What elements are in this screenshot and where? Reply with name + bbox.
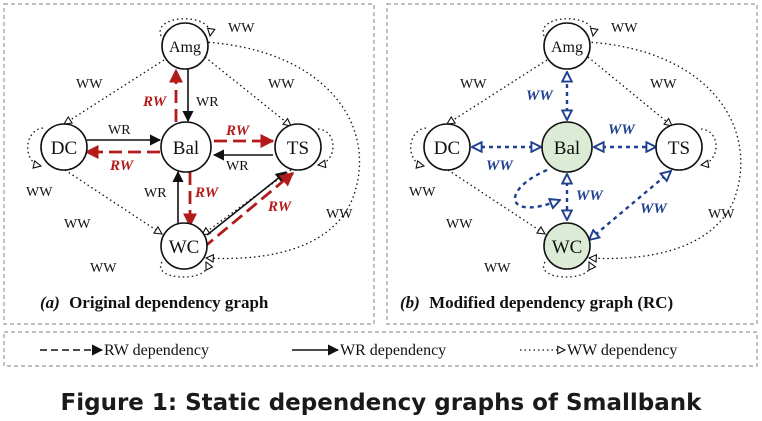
b-label-ww-outer: WW <box>708 207 735 222</box>
b-ww-loop-ts <box>701 128 717 165</box>
b-label-ww-amg: WW <box>526 88 554 104</box>
a-label-ww-wc-loop: WW <box>90 261 117 276</box>
b-node-ts <box>655 123 703 171</box>
b-node-dc <box>423 123 471 171</box>
b-bww-bal-loop <box>513 168 560 207</box>
a-label-rw-amg: RW <box>142 94 168 110</box>
a-label-wr-amg: WR <box>196 95 219 110</box>
b-node-wc-label: WC <box>552 237 583 258</box>
panel-b-ww-edges <box>410 18 742 278</box>
b-node-ts-label: TS <box>668 138 690 159</box>
b-node-amg-label: Amg <box>551 39 583 56</box>
legend-border <box>3 331 758 367</box>
b-ww-loop-dc <box>410 127 427 166</box>
a-ww-loop-ts <box>318 128 334 165</box>
a-ww-amg-wc-outer <box>203 41 361 259</box>
a-label-ww-amg-dc: WW <box>76 77 103 92</box>
figure-caption: Figure 1: Static dependency graphs of Sm… <box>61 390 703 416</box>
panel-a-nodes <box>40 22 322 270</box>
panel-b-nodes <box>423 22 703 270</box>
b-label-ww-amg-ts: WW <box>650 77 677 92</box>
a-label-rw-dc: RW <box>109 158 135 174</box>
a-label-rw-wc: RW <box>194 185 220 201</box>
legend-ww-text: WW dependency <box>567 342 677 359</box>
b-label-ww-wc: WW <box>576 188 604 204</box>
b-label-ww-wc-loop: WW <box>484 261 511 276</box>
b-node-bal-label: Bal <box>554 138 580 159</box>
b-label-ww-dc-wc: WW <box>446 217 473 232</box>
panel-a-wr-edges <box>87 68 287 236</box>
a-ww-loop-dc <box>27 127 44 166</box>
a-label-ww-amg-loop: WW <box>228 21 255 36</box>
legend-wr-text: WR dependency <box>340 342 446 359</box>
panel-b: Amg DC Bal TS WC WW WW WW WW WW WW WW WW… <box>400 18 742 312</box>
a-wr-wc-ts <box>206 171 287 236</box>
panel-b-border <box>386 3 758 325</box>
b-caption-prefix: (b) <box>400 293 420 312</box>
a-node-wc-label: WC <box>169 237 200 258</box>
b-label-ww-amg-dc: WW <box>460 77 487 92</box>
panel-a: Amg DC Bal TS WC RW WR WR RW RW WR WR RW… <box>26 18 361 312</box>
a-caption-prefix: (a) <box>40 293 60 312</box>
a-label-ww-amg-ts: WW <box>268 77 295 92</box>
a-node-dc-label: DC <box>51 138 77 159</box>
a-label-wr-wc: WR <box>144 186 167 201</box>
a-ww-dc-wc <box>64 169 162 234</box>
a-caption: (a) Original dependency graph <box>40 293 269 312</box>
a-node-amg-label: Amg <box>169 39 201 56</box>
b-label-ww-ts: WW <box>608 122 636 138</box>
a-node-bal <box>160 121 212 173</box>
a-node-bal-label: Bal <box>173 138 199 159</box>
panel-b-ww-blue-edges <box>472 72 671 240</box>
legend-rw-text: RW dependency <box>104 342 209 359</box>
a-ww-amg-dc <box>64 59 165 124</box>
panel-a-border <box>3 3 375 325</box>
b-ww-amg-ts <box>587 56 672 126</box>
b-node-amg <box>543 22 591 70</box>
b-caption: (b) Modified dependency graph (RC) <box>400 293 673 312</box>
a-label-ww-outer: WW <box>326 207 353 222</box>
a-label-wr-ts: WR <box>226 159 249 174</box>
legend: RW dependency WR dependency WW dependenc… <box>40 342 677 359</box>
a-caption-text: Original dependency graph <box>69 293 269 312</box>
a-label-rw-ts: RW <box>225 123 251 139</box>
b-ww-dc-wc <box>447 169 545 234</box>
a-node-amg <box>161 22 209 70</box>
a-label-rw-wc-ts: RW <box>267 199 293 215</box>
b-node-wc <box>543 222 591 270</box>
a-node-ts-label: TS <box>287 138 309 159</box>
a-node-wc <box>160 222 208 270</box>
a-rw-wc-ts <box>202 171 295 250</box>
b-ww-amg-dc <box>447 59 548 124</box>
a-label-ww-dc-loop: WW <box>26 185 53 200</box>
panel-a-rw-edges <box>84 68 295 250</box>
b-node-dc-label: DC <box>434 138 460 159</box>
b-label-ww-wc-ts: WW <box>640 201 668 217</box>
a-ww-loop-wc <box>159 262 207 278</box>
a-ww-amg-ts <box>204 56 291 126</box>
b-label-ww-dc: WW <box>486 158 514 174</box>
b-node-bal <box>541 121 593 173</box>
b-ww-loop-wc <box>542 262 590 278</box>
b-label-ww-dc-loop: WW <box>409 185 436 200</box>
a-node-dc <box>40 123 88 171</box>
a-label-ww-dc-wc: WW <box>64 217 91 232</box>
a-node-ts <box>274 123 322 171</box>
b-caption-text: Modified dependency graph (RC) <box>429 293 673 312</box>
b-label-ww-amg-loop: WW <box>611 21 638 36</box>
a-label-wr-dc: WR <box>108 123 131 138</box>
b-bww-wc-ts <box>589 171 671 240</box>
